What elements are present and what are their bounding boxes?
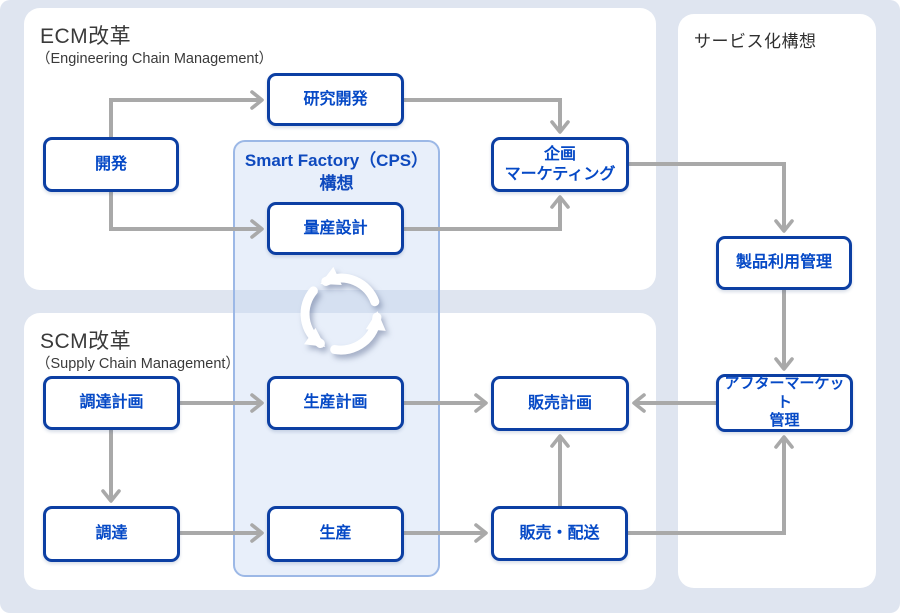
box-production: 生産 — [267, 506, 404, 562]
cycle-icon — [300, 266, 386, 355]
box-label: 開発 — [94, 155, 127, 173]
box-mass-production-design: 量産設計 — [267, 202, 404, 255]
service-title: サービス化構想 — [694, 32, 817, 51]
box-rd: 研究開発 — [267, 73, 404, 126]
box-label: 販売計画 — [527, 394, 592, 412]
ecm-subtitle: （Engineering Chain Management） — [36, 51, 273, 67]
scm-title: SCM改革 — [40, 330, 132, 353]
box-procurement: 調達 — [43, 506, 180, 562]
box-label: 生産計画 — [303, 394, 368, 411]
box-aftermarket-management: アフターマーケット 管理 — [716, 374, 853, 432]
scm-subtitle: （Supply Chain Management） — [36, 356, 240, 372]
box-label: 調達 — [95, 525, 128, 542]
box-label: 量産設計 — [303, 219, 368, 237]
box-production-planning: 生産計画 — [267, 376, 404, 430]
box-label: アフターマーケット — [724, 374, 845, 411]
ecm-title: ECM改革 — [40, 25, 132, 48]
box-label: 生産 — [319, 525, 352, 542]
box-label: 企画 — [543, 145, 576, 163]
box-sales-planning: 販売計画 — [491, 376, 629, 431]
box-sales-delivery: 販売・配送 — [491, 506, 628, 561]
box-label: 製品利用管理 — [735, 254, 832, 271]
smart-factory-title-line1: Smart Factory（CPS） — [244, 151, 429, 170]
box-label: 調達計画 — [79, 394, 144, 411]
panel-service — [678, 14, 876, 588]
box-label: 研究開発 — [303, 90, 368, 108]
box-development: 開発 — [43, 137, 179, 192]
box-product-usage-management: 製品利用管理 — [716, 236, 852, 290]
box-label-line2: 管理 — [769, 412, 800, 430]
box-planning-marketing: 企画 マーケティング — [491, 137, 629, 192]
smart-factory-title-line2: 構想 — [319, 173, 354, 193]
smart-factory-title: Smart Factory（CPS） 構想 — [233, 150, 440, 196]
box-label-line2: マーケティング — [504, 165, 616, 183]
box-label: 販売・配送 — [519, 524, 600, 542]
box-procurement-planning: 調達計画 — [43, 376, 180, 430]
